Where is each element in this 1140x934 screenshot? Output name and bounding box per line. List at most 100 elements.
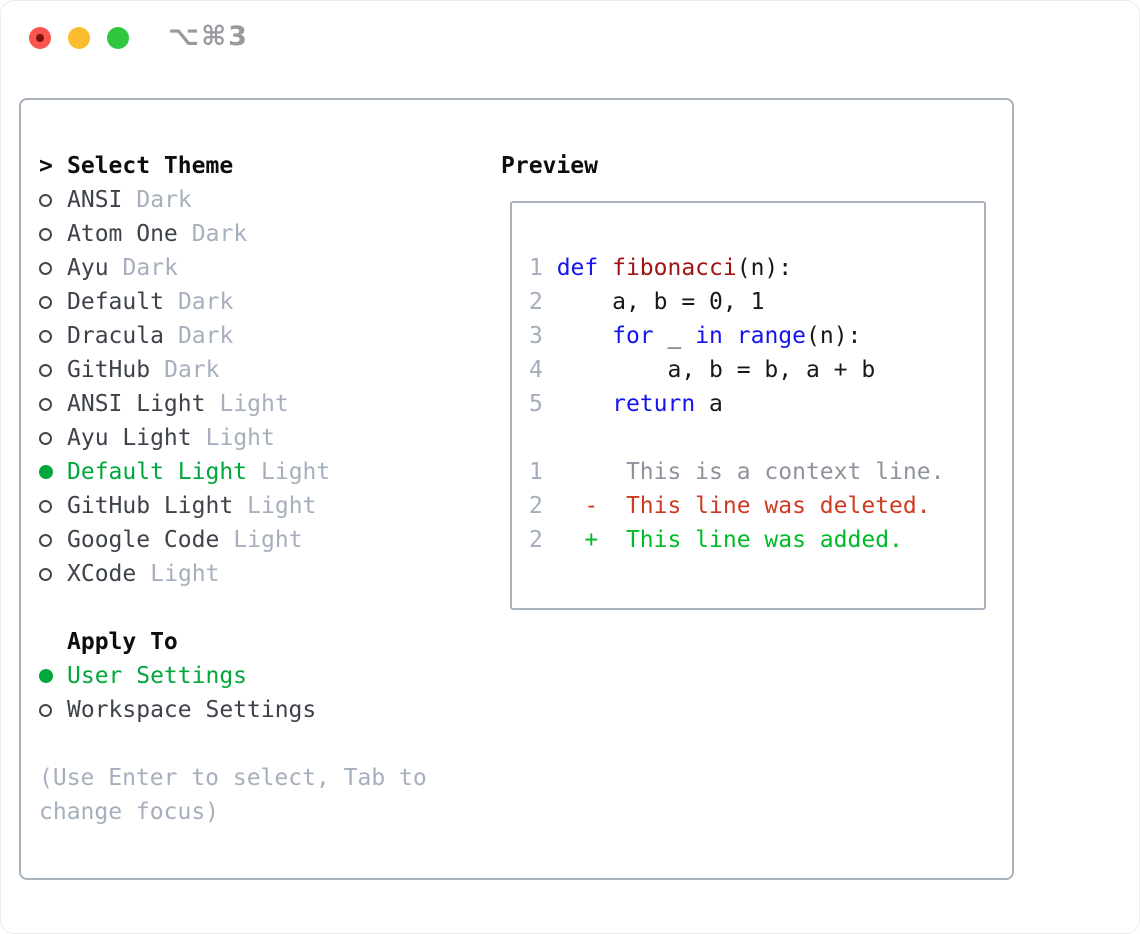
marker-cell xyxy=(39,193,67,207)
window-title: ⌥⌘3 xyxy=(168,21,249,52)
preview-line: 2 - This line was deleted. xyxy=(529,489,984,523)
radio-icon xyxy=(39,703,52,717)
line-number: 4 xyxy=(529,357,557,383)
theme-list-header-row: > Select Theme xyxy=(39,149,489,183)
apply-to-option[interactable]: User Settings xyxy=(39,659,489,693)
code-segment-plain: a, b = 0, 1 xyxy=(556,289,765,315)
preview-header: Preview xyxy=(501,153,598,179)
code-segment-keyword: def xyxy=(556,255,613,281)
marker-cell xyxy=(39,397,67,411)
code-segment-context: This is a context line. xyxy=(556,459,945,485)
line-number: 2 xyxy=(529,493,557,519)
theme-item-label: Ayu Light xyxy=(67,425,192,451)
theme-item-tag: Dark xyxy=(122,255,178,281)
code-segment-plain: a, b = b, a + b xyxy=(556,357,876,383)
theme-item-tag: Light xyxy=(261,459,331,485)
code-segment-deleted: - This line was deleted. xyxy=(556,493,931,519)
code-segment-plain xyxy=(557,323,612,349)
theme-item-label: Dracula xyxy=(67,323,164,349)
code-segment-plain: (n): xyxy=(736,255,793,281)
radio-icon xyxy=(39,397,52,411)
preview-line: 5 return a xyxy=(529,387,984,421)
theme-item-label: Google Code xyxy=(67,527,220,553)
radio-icon xyxy=(39,329,52,343)
apply-to-option-label: Workspace Settings xyxy=(67,697,317,723)
apply-to-option[interactable]: Workspace Settings xyxy=(39,693,489,727)
zoom-icon[interactable] xyxy=(107,27,129,49)
theme-item-tag: Dark xyxy=(177,289,234,315)
cursor-icon: > xyxy=(39,153,53,179)
preview-line: 2 a, b = 0, 1 xyxy=(529,285,984,319)
code-segment-added: + This line was added. xyxy=(556,527,903,553)
theme-item-tag: Light xyxy=(247,493,317,519)
radio-icon xyxy=(39,567,52,581)
marker-cell xyxy=(39,295,67,309)
radio-icon xyxy=(39,261,52,275)
line-number: 3 xyxy=(529,323,557,349)
theme-item-tag: Dark xyxy=(177,323,234,349)
theme-item-label: XCode xyxy=(67,561,137,587)
theme-item[interactable]: Ayu Dark xyxy=(39,251,489,285)
theme-item[interactable]: Dracula Dark xyxy=(39,319,489,353)
marker-cell xyxy=(39,499,67,513)
code-segment-plain xyxy=(723,323,737,349)
spacer xyxy=(39,727,489,761)
marker-cell: > xyxy=(39,153,67,179)
preview-line: 3 for _ in range(n): xyxy=(529,319,984,353)
line-number: 1 xyxy=(529,459,557,485)
theme-item-tag: Light xyxy=(233,527,303,553)
radio-icon xyxy=(39,193,52,207)
titlebar: ⌥⌘3 xyxy=(1,1,1139,76)
theme-item-label: Ayu xyxy=(67,255,109,281)
radio-icon xyxy=(39,227,52,241)
line-number: 2 xyxy=(529,289,557,315)
theme-item[interactable]: XCode Light xyxy=(39,557,489,591)
apply-to-header-row: Apply To xyxy=(39,625,489,659)
theme-list-header: Select Theme xyxy=(67,153,234,179)
theme-item-tag: Light xyxy=(150,561,220,587)
marker-cell xyxy=(39,465,67,479)
code-segment-keyword: return xyxy=(612,391,696,417)
preview-line: 4 a, b = b, a + b xyxy=(529,353,984,387)
preview-line: 2 + This line was added. xyxy=(529,523,984,557)
code-segment-plain xyxy=(557,391,612,417)
radio-selected-icon xyxy=(39,669,53,683)
marker-cell xyxy=(39,363,67,377)
spacer xyxy=(39,591,489,625)
theme-item[interactable]: Default Light Light xyxy=(39,455,489,489)
marker-cell xyxy=(39,329,67,343)
theme-item-label: GitHub Light xyxy=(67,493,234,519)
minimize-icon[interactable] xyxy=(68,27,90,49)
close-icon[interactable] xyxy=(29,27,51,49)
theme-item-tag: Dark xyxy=(136,187,192,213)
preview-line: 1 def fibonacci(n): xyxy=(529,251,984,285)
line-number: 5 xyxy=(529,391,557,417)
code-segment-plain: a xyxy=(695,391,723,417)
code-segment-function: fibonacci xyxy=(612,255,737,281)
theme-item[interactable]: GitHub Light Light xyxy=(39,489,489,523)
radio-icon xyxy=(39,431,52,445)
theme-item-tag: Light xyxy=(205,425,275,451)
theme-item[interactable]: Atom One Dark xyxy=(39,217,489,251)
line-number: 1 xyxy=(529,255,557,281)
code-segment-plain: (n): xyxy=(806,323,862,349)
theme-item[interactable]: Google Code Light xyxy=(39,523,489,557)
theme-item-label: ANSI Light xyxy=(67,391,206,417)
theme-item-label: Atom One xyxy=(67,221,178,247)
radio-selected-icon xyxy=(39,465,53,479)
marker-cell xyxy=(39,261,67,275)
theme-item-tag: Dark xyxy=(191,221,248,247)
theme-item-label: GitHub xyxy=(67,357,151,383)
radio-icon xyxy=(39,363,52,377)
theme-item-label: Default Light xyxy=(67,459,248,485)
theme-item[interactable]: Ayu Light Light xyxy=(39,421,489,455)
